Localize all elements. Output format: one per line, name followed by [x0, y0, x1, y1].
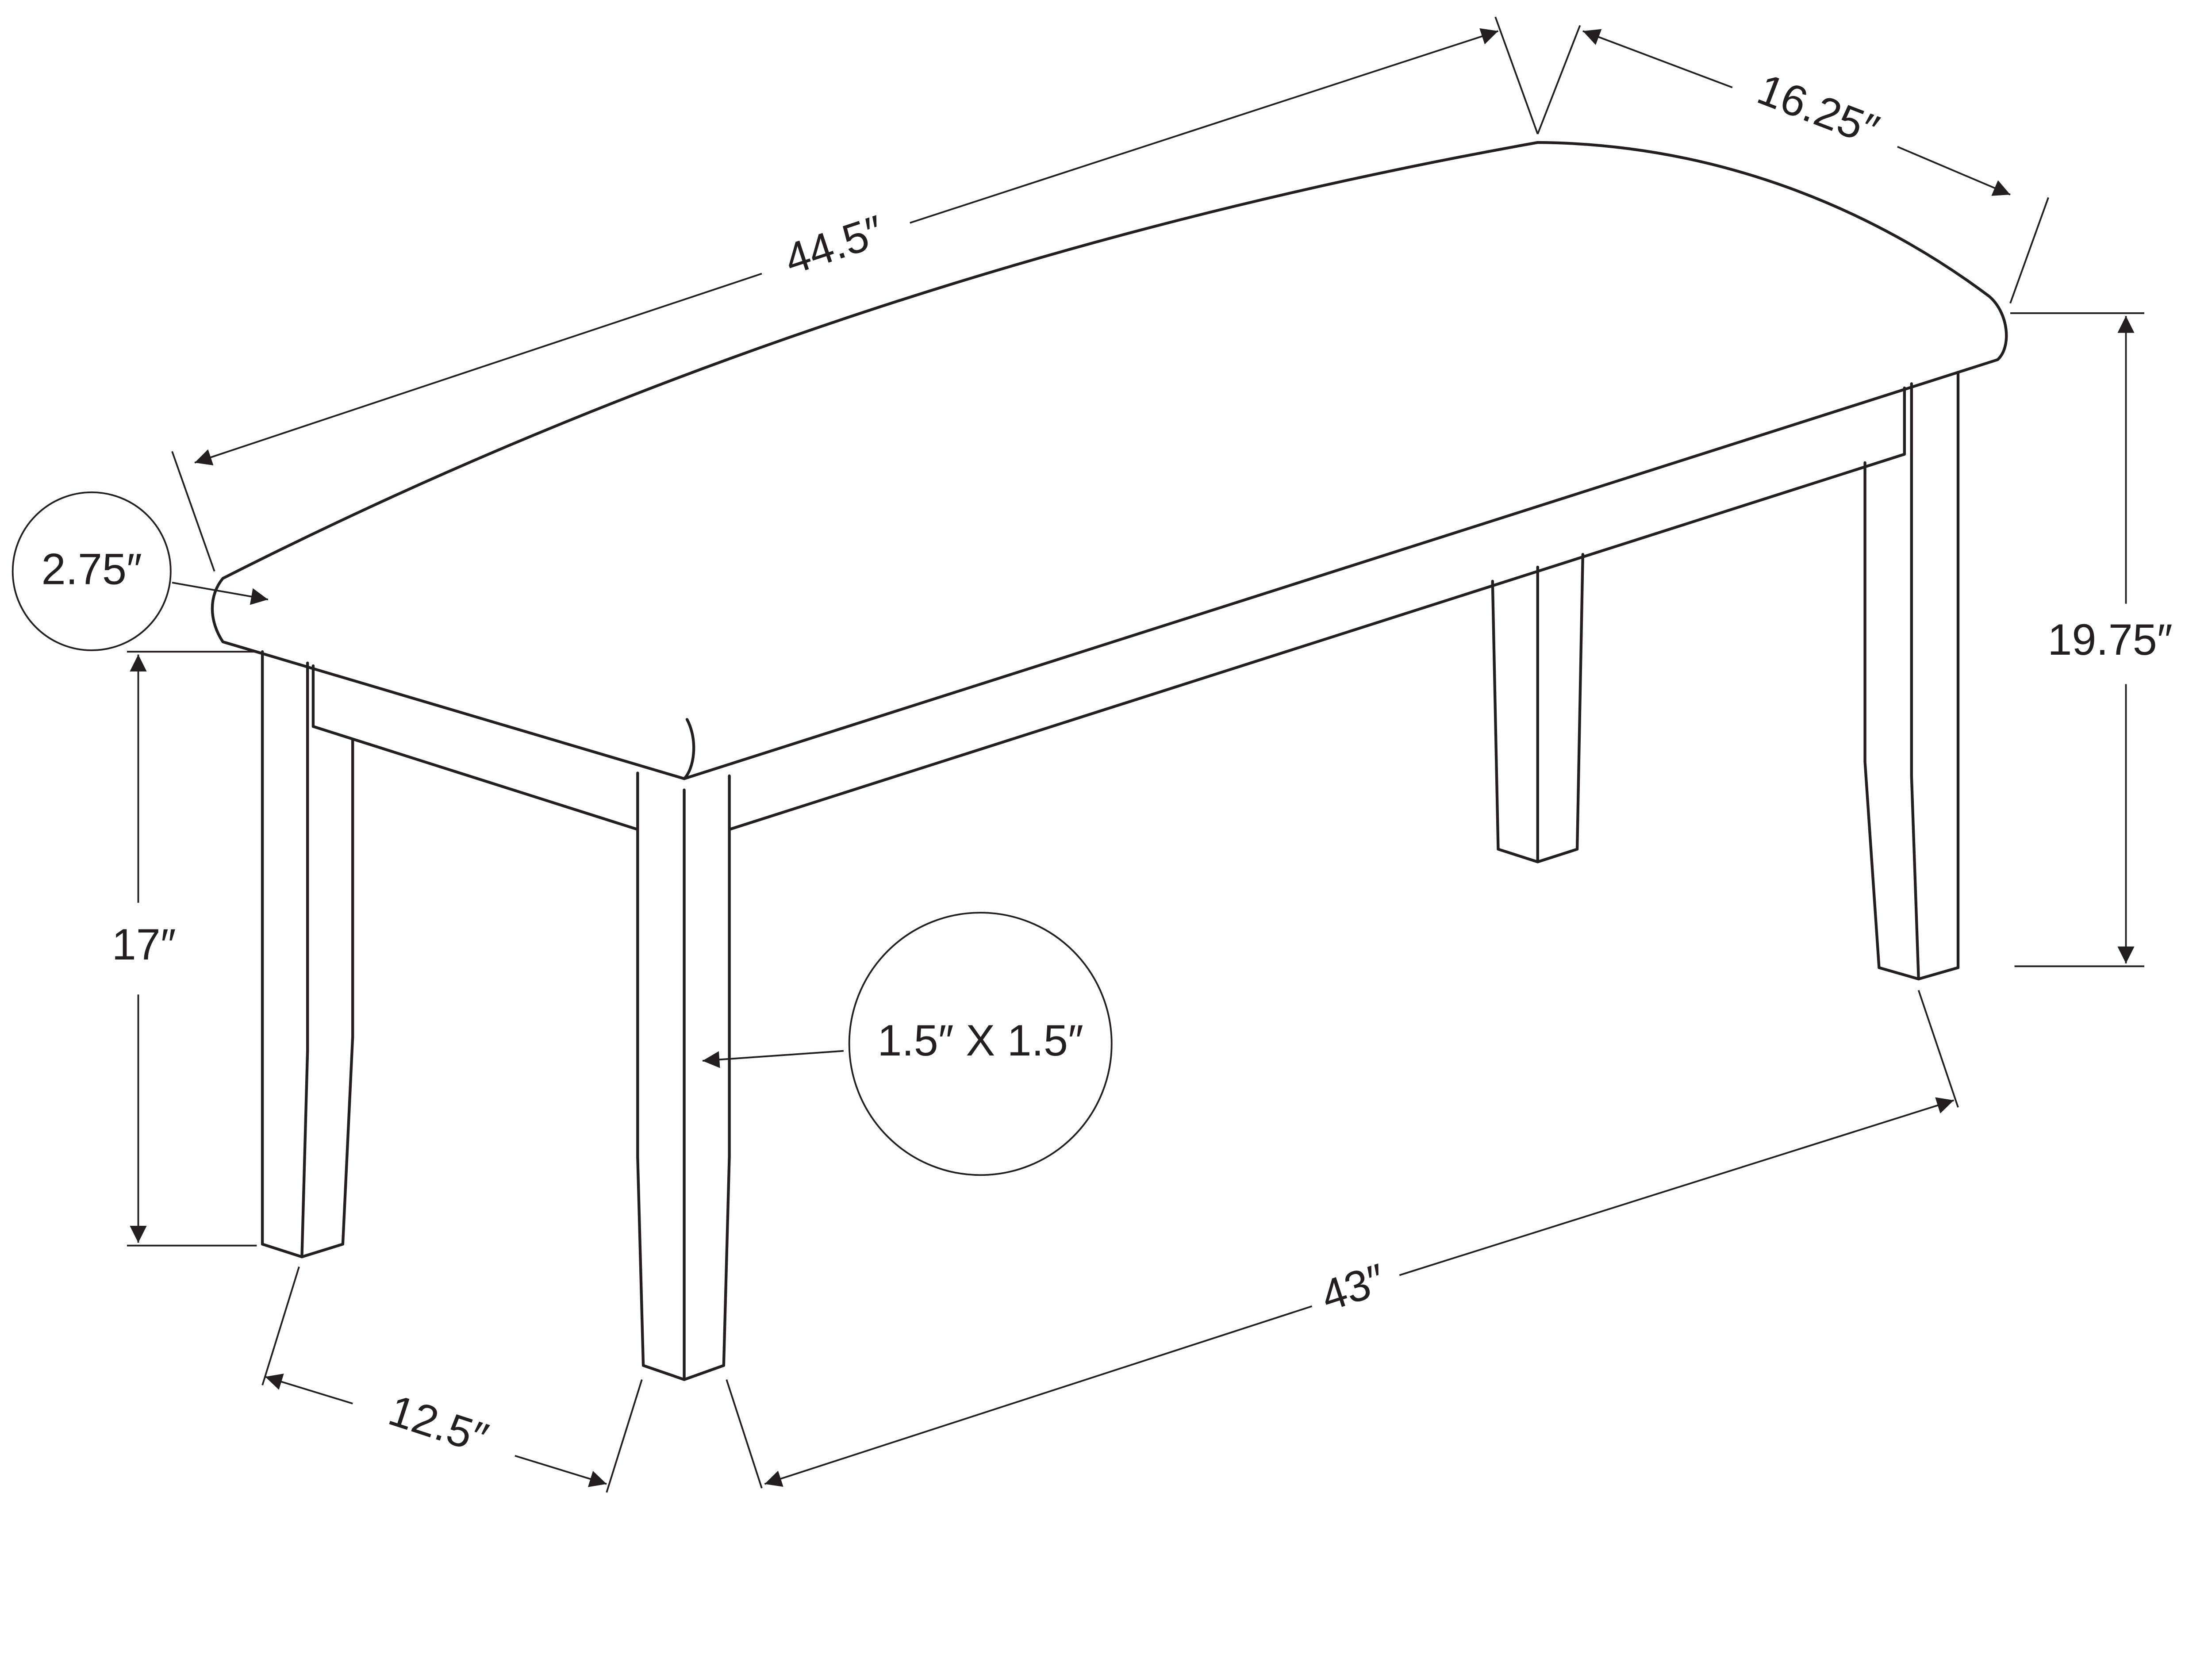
leg-front-right — [1863, 372, 1960, 981]
dimension-leg-span-length: 43″ — [726, 990, 1959, 1489]
label-depth-top: 16.25″ — [1751, 65, 1885, 155]
label-clearance-height: 17″ — [112, 920, 176, 969]
label-leg-span-length: 43″ — [1315, 1255, 1391, 1320]
dimension-depth-top: 16.25″ — [1536, 25, 2049, 304]
label-seat-thickness: 2.75″ — [42, 545, 142, 594]
callout-seat-thickness: 2.75″ — [12, 491, 269, 651]
dimension-leg-span-depth: 12.5″ — [261, 1266, 643, 1493]
label-length-top: 44.5″ — [779, 206, 889, 284]
label-total-height: 19.75″ — [2047, 615, 2172, 664]
dimension-total-height: 19.75″ — [2010, 312, 2173, 967]
bench-seat — [211, 141, 2008, 780]
callout-leg-size: 1.5″ X 1.5″ — [702, 912, 1113, 1176]
bench-dimension-diagram: 44.5″ 16.25″ 19.75″ 17″ 2.75″ 1.5″ X 1.5… — [12, 16, 2173, 1493]
dimension-clearance-height: 17″ — [112, 651, 257, 1247]
dimension-length-top: 44.5″ — [171, 16, 1539, 572]
leg-front-left — [636, 771, 731, 1381]
leg-back-right — [1491, 553, 1584, 864]
leg-back-left — [261, 650, 354, 1259]
label-leg-size: 1.5″ X 1.5″ — [877, 1016, 1083, 1065]
label-leg-span-depth: 12.5″ — [383, 1386, 494, 1463]
bench-aprons — [311, 386, 1906, 831]
